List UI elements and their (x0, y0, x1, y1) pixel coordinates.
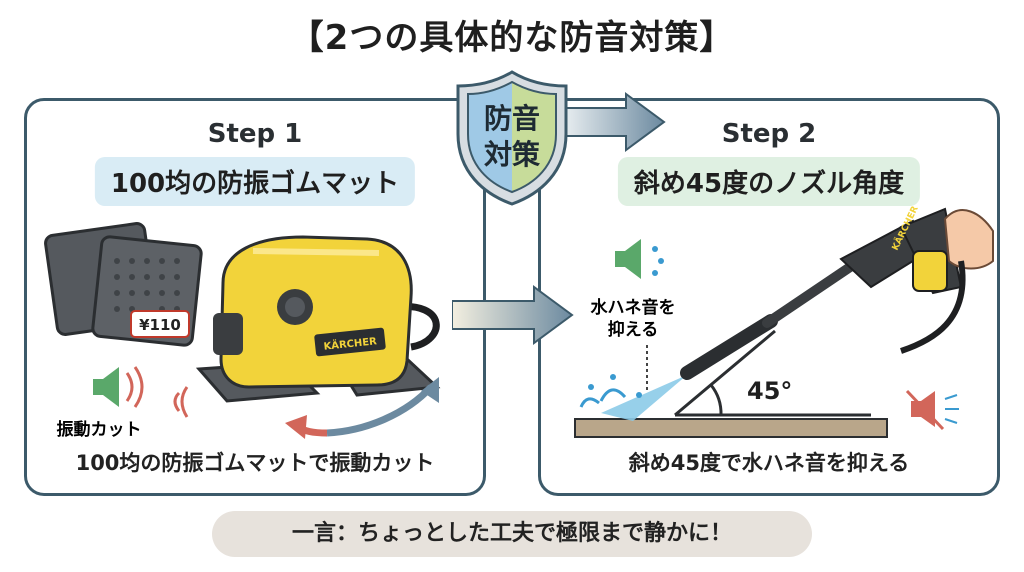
step2-panel: Step 2 斜め45度のノズル角度 水ハネ音を 抑える 45° (538, 98, 1000, 496)
step2-illustration: 水ハネ音を 抑える 45° KÄRCHER (574, 204, 994, 438)
top-arrow-icon (566, 92, 666, 152)
step1-illustration: ¥110 KÄRCHER 振動カ (44, 222, 441, 440)
angle-label: 45° (747, 377, 792, 405)
pressure-washer-icon: KÄRCHER (213, 235, 413, 389)
shield-text-line1: 防音 (483, 102, 540, 135)
water-spray-icon (579, 374, 687, 421)
splash-sound-label-line1: 水ハネ音を (591, 297, 676, 318)
shield-icon (456, 70, 568, 206)
spray-gun-icon: KÄRCHER (680, 204, 994, 380)
speaker-icon (93, 366, 189, 418)
step1-caption: 100均の防振ゴムマットで振動カット (75, 451, 435, 475)
muted-speaker-icon (905, 389, 959, 431)
step2-caption: 斜め45度で水ハネ音を抑える (628, 451, 910, 475)
step2-label: Step 2 (721, 119, 817, 149)
shield-badge: 防音 対策 (452, 68, 572, 208)
shield-text-line2: 対策 (483, 138, 540, 171)
step2-title: 斜め45度のノズル角度 (617, 157, 921, 206)
page-title: 【2つの具体的な防音対策】 (289, 18, 735, 58)
vibration-cut-label: 振動カット (57, 419, 142, 440)
footer-note: 一言：ちょっとした工夫で極限まで静かに！ (212, 511, 812, 557)
price-tag: ¥110 (130, 310, 190, 338)
splash-sound-label-line2: 抑える (608, 319, 659, 340)
step1-panel: Step 1 100均の防振ゴムマット ¥110 (24, 98, 486, 496)
speaker-water-icon (615, 239, 664, 279)
middle-arrow-icon (452, 285, 574, 345)
step1-label: Step 1 (207, 119, 303, 149)
price-tag-label: ¥110 (139, 316, 181, 334)
step1-title: 100均の防振ゴムマット (94, 157, 416, 206)
